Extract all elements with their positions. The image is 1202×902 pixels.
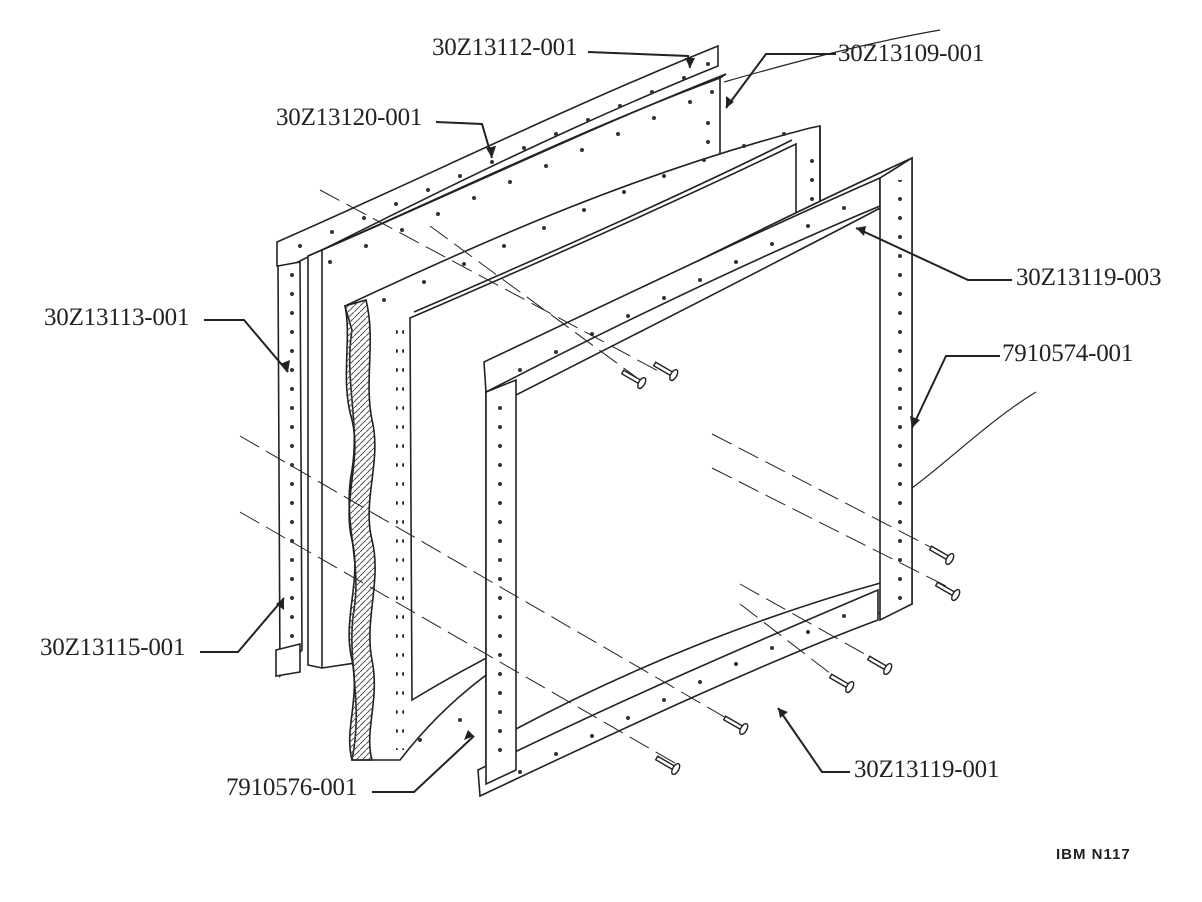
callout-30z13120-001: 30Z13120-001 [276,104,423,131]
front-frame [477,156,913,798]
callout-30z13113-001: 30Z13113-001 [44,304,190,331]
callout-30z13119-001: 30Z13119-001 [854,756,1000,783]
callout-30z13112-001: 30Z13112-001 [432,34,578,61]
callout-30z13119-003: 30Z13119-003 [1016,264,1162,291]
callout-30z13109-001: 30Z13109-001 [838,40,985,67]
rivets [620,361,961,776]
callout-7910574-001: 7910574-001 [1002,340,1134,367]
figure-code: IBM N117 [1056,846,1131,863]
callout-7910576-001: 7910576-001 [226,774,358,801]
callout-30z13115-001: 30Z13115-001 [40,634,186,661]
